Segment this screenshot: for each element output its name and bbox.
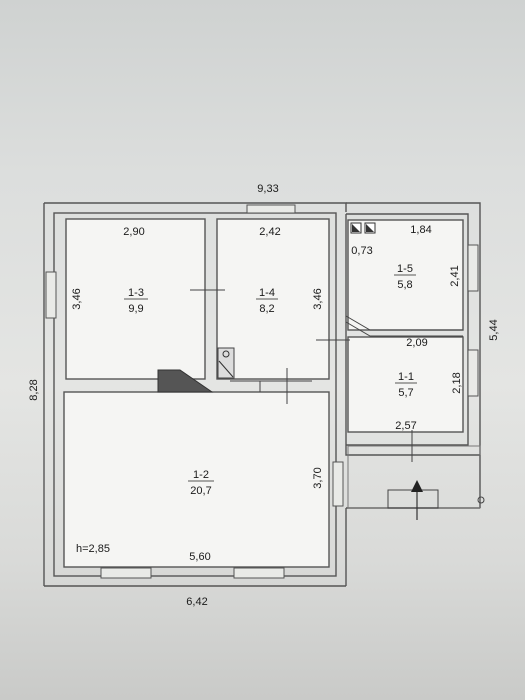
room-1-1-width: 2,09 (406, 337, 427, 349)
bottom-width: 6,42 (186, 596, 207, 608)
boiler (217, 347, 235, 379)
ceiling-height: h=2,85 (76, 543, 110, 555)
room-1-2-depth: 3,70 (312, 467, 324, 488)
window-1-5 (467, 244, 479, 292)
room-1-3-depth: 3,46 (71, 288, 83, 309)
window-bottom-right (233, 567, 285, 579)
entrance-arrow-icon (387, 480, 485, 520)
room-1-1-depth: 2,18 (451, 372, 463, 393)
partition-1-5 (345, 315, 463, 331)
room-1-4-area: 8,2 (259, 303, 274, 315)
window-bottom-left (100, 567, 152, 579)
room-1-4-depth: 3,46 (312, 288, 324, 309)
room-1-1-id: 1-1 (398, 371, 414, 383)
room-1-5-area: 5,8 (397, 279, 412, 291)
room-1-3-width: 2,90 (123, 226, 144, 238)
stove (157, 347, 235, 393)
room-1-2-area: 20,7 (190, 485, 211, 497)
overall-height: 8,28 (28, 379, 40, 400)
overall-width: 9,33 (257, 183, 278, 195)
room-1-5-id: 1-5 (397, 263, 413, 275)
right-height: 5,44 (488, 319, 500, 340)
room-1-4-width: 2,42 (259, 226, 280, 238)
room-1-5-extra: 0,73 (351, 245, 372, 257)
room-1-1 (347, 336, 464, 433)
appliance-icons (350, 222, 376, 234)
window-top (246, 204, 296, 214)
window-1-2-right (332, 461, 344, 507)
window-left (45, 271, 57, 319)
windows (45, 204, 479, 579)
room-1-2-width: 5,60 (189, 551, 210, 563)
window-1-1 (467, 349, 479, 397)
room-1-1-extra: 2,57 (395, 420, 416, 432)
doors (190, 289, 463, 462)
room-1-5-depth: 2,41 (449, 265, 461, 286)
room-1-3-area: 9,9 (128, 303, 143, 315)
room-1-3-id: 1-3 (128, 287, 144, 299)
room-1-4-id: 1-4 (259, 287, 275, 299)
room-1-2-id: 1-2 (193, 469, 209, 481)
room-1-5-width: 1,84 (410, 224, 431, 236)
room-1-2 (63, 391, 330, 568)
room-1-1-area: 5,7 (398, 387, 413, 399)
